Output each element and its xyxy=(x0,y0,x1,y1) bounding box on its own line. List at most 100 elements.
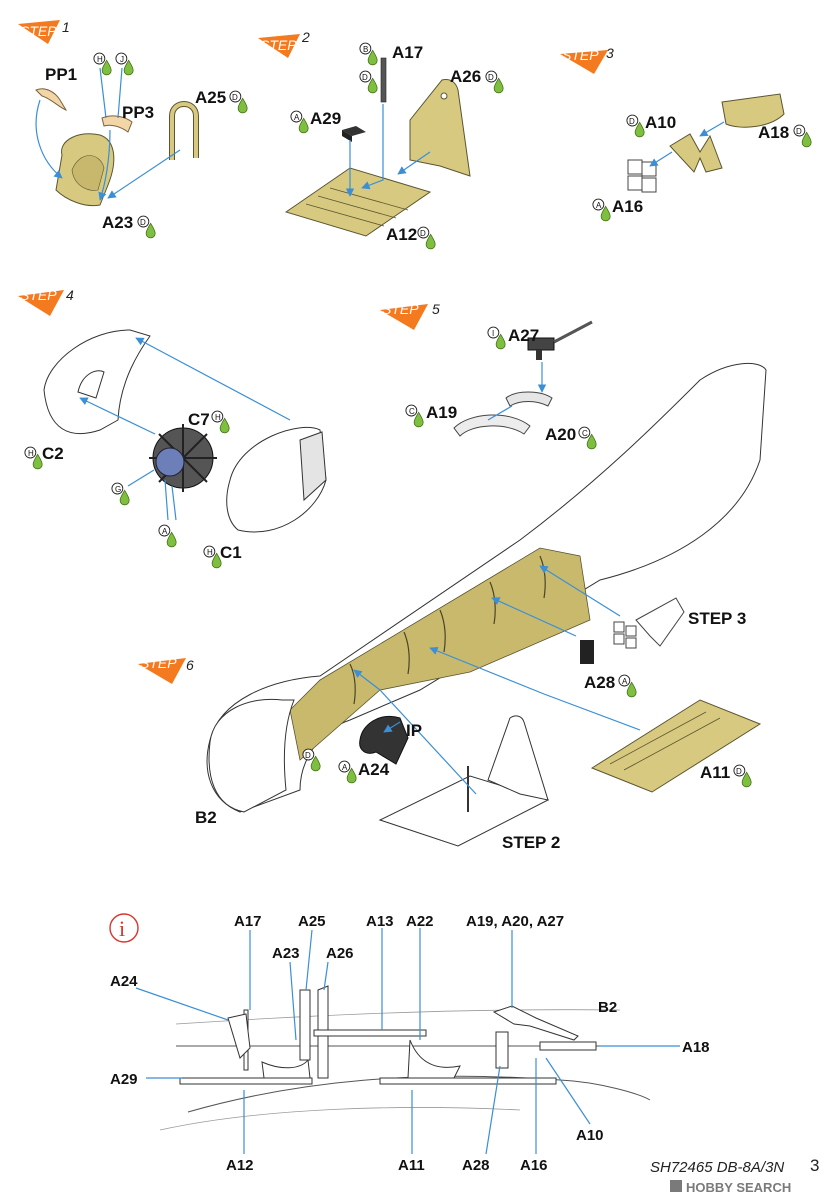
label-a24: A24 xyxy=(358,760,390,779)
svg-text:J: J xyxy=(120,55,124,64)
svg-text:B: B xyxy=(363,45,368,54)
svg-text:A: A xyxy=(162,527,168,536)
step-3-cockpit-parts: A10 A18 A16 D D A xyxy=(592,93,812,222)
label-ip: IP xyxy=(406,721,422,740)
label-sec-a12: A12 xyxy=(226,1157,254,1174)
label-a29: A29 xyxy=(310,109,341,128)
svg-text:D: D xyxy=(305,751,311,760)
part-a18 xyxy=(721,93,785,128)
label-a20: A20 xyxy=(545,425,576,444)
label-a17: A17 xyxy=(392,43,423,62)
step-6-tag: STEP 6 xyxy=(138,655,194,684)
svg-text:STEP: STEP xyxy=(382,301,419,317)
label-a25: A25 xyxy=(195,88,226,107)
step-1-seat-assembly: PP1 PP3 A25 A23 H J D D xyxy=(35,52,248,239)
svg-text:STEP: STEP xyxy=(260,37,297,53)
step-3-tag: STEP 3 xyxy=(560,45,614,74)
svg-text:G: G xyxy=(115,485,121,494)
label-c7: C7 xyxy=(188,410,210,429)
floor-part-a12 xyxy=(284,167,432,237)
label-a27: A27 xyxy=(508,326,539,345)
svg-text:2: 2 xyxy=(301,29,310,45)
page-number: 3 xyxy=(810,1156,819,1175)
label-sec-a24: A24 xyxy=(110,973,138,990)
control-stick-a17 xyxy=(380,57,387,103)
step-5-tag: STEP 5 xyxy=(380,301,440,330)
label-a11: A11 xyxy=(700,763,730,782)
step-4-tag: STEP 4 xyxy=(18,287,74,316)
svg-text:STEP: STEP xyxy=(140,655,177,671)
label-sec-a28: A28 xyxy=(462,1157,490,1174)
svg-text:C: C xyxy=(582,429,588,438)
svg-text:D: D xyxy=(736,767,742,776)
svg-text:6: 6 xyxy=(186,657,194,673)
step-6-fuselage-assembly: STEP 3 A28 IP A24 B2 A11 STEP 2 A D A D xyxy=(195,362,767,852)
svg-text:C: C xyxy=(409,407,415,416)
part-a10 xyxy=(669,133,723,173)
svg-text:STEP: STEP xyxy=(562,47,599,63)
svg-text:I: I xyxy=(492,329,494,338)
svg-text:D: D xyxy=(362,73,368,82)
bulkhead-part-a26 xyxy=(409,79,471,177)
label-c2: C2 xyxy=(42,444,64,463)
label-step-3-ref: STEP 3 xyxy=(688,609,746,628)
step-2-tag: STEP 2 xyxy=(258,29,310,58)
svg-text:D: D xyxy=(140,218,146,227)
svg-text:STEP: STEP xyxy=(20,23,57,39)
label-a23: A23 xyxy=(102,213,133,232)
svg-text:A: A xyxy=(622,677,628,686)
svg-text:D: D xyxy=(796,127,802,136)
label-sec-a18: A18 xyxy=(682,1039,710,1056)
step-1-tag: STEP 1 xyxy=(18,19,70,44)
label-sec-a10: A10 xyxy=(576,1127,604,1144)
svg-text:STEP: STEP xyxy=(20,287,57,303)
svg-text:3: 3 xyxy=(606,45,614,61)
label-b2: B2 xyxy=(195,808,217,827)
label-sec-a23: A23 xyxy=(272,945,300,962)
label-sec-a22: A22 xyxy=(406,913,434,930)
info-icon xyxy=(109,913,139,943)
step-2-floor-assembly: A17 A26 A29 A12 B D D A D xyxy=(284,42,504,250)
label-a12: A12 xyxy=(386,225,417,244)
fuselage-interior xyxy=(289,547,591,761)
label-a28: A28 xyxy=(584,673,615,692)
label-sec-a13: A13 xyxy=(366,913,394,930)
label-pp3: PP3 xyxy=(122,103,154,122)
floor-part-a11 xyxy=(590,699,762,793)
footer: SH72465 DB-8A/3N 3 HOBBY SEARCH xyxy=(650,1156,819,1195)
paint-code-i-icon xyxy=(487,326,506,350)
label-sec-a16: A16 xyxy=(520,1157,548,1174)
label-sec-a11: A11 xyxy=(398,1157,425,1174)
svg-text:H: H xyxy=(215,413,221,422)
svg-text:H: H xyxy=(207,548,213,557)
svg-text:5: 5 xyxy=(432,301,440,317)
label-a19: A19 xyxy=(426,403,457,422)
label-a26: A26 xyxy=(450,67,481,86)
watermark: HOBBY SEARCH xyxy=(686,1180,791,1195)
label-a16: A16 xyxy=(612,197,643,216)
svg-text:A: A xyxy=(596,201,602,210)
label-sec-a17: A17 xyxy=(234,913,262,930)
label-a18: A18 xyxy=(758,123,789,142)
watermark-logo-icon xyxy=(670,1180,682,1192)
label-sec-a29: A29 xyxy=(110,1071,138,1088)
kit-code: SH72465 DB-8A/3N xyxy=(650,1159,784,1176)
label-a10: A10 xyxy=(645,113,676,132)
svg-text:1: 1 xyxy=(62,19,70,35)
svg-text:H: H xyxy=(28,449,34,458)
info-symbol: i xyxy=(119,916,125,941)
label-sec-a19-a20-a27: A19, A20, A27 xyxy=(466,913,564,930)
svg-text:D: D xyxy=(420,229,426,238)
step-4-engine-cowling: C7 C2 C1 H H G A H xyxy=(24,329,327,569)
label-c1: C1 xyxy=(220,543,242,562)
label-sec-a26: A26 xyxy=(326,945,354,962)
step-5-gun-mount: A27 A19 A20 I C C xyxy=(405,320,597,450)
svg-text:A: A xyxy=(294,113,300,122)
paint-code-j-icon xyxy=(115,52,134,76)
svg-text:D: D xyxy=(232,93,238,102)
label-sec-a25: A25 xyxy=(298,913,326,930)
label-pp1: PP1 xyxy=(45,65,77,84)
label-sec-b2: B2 xyxy=(598,999,617,1016)
svg-text:4: 4 xyxy=(66,287,74,303)
